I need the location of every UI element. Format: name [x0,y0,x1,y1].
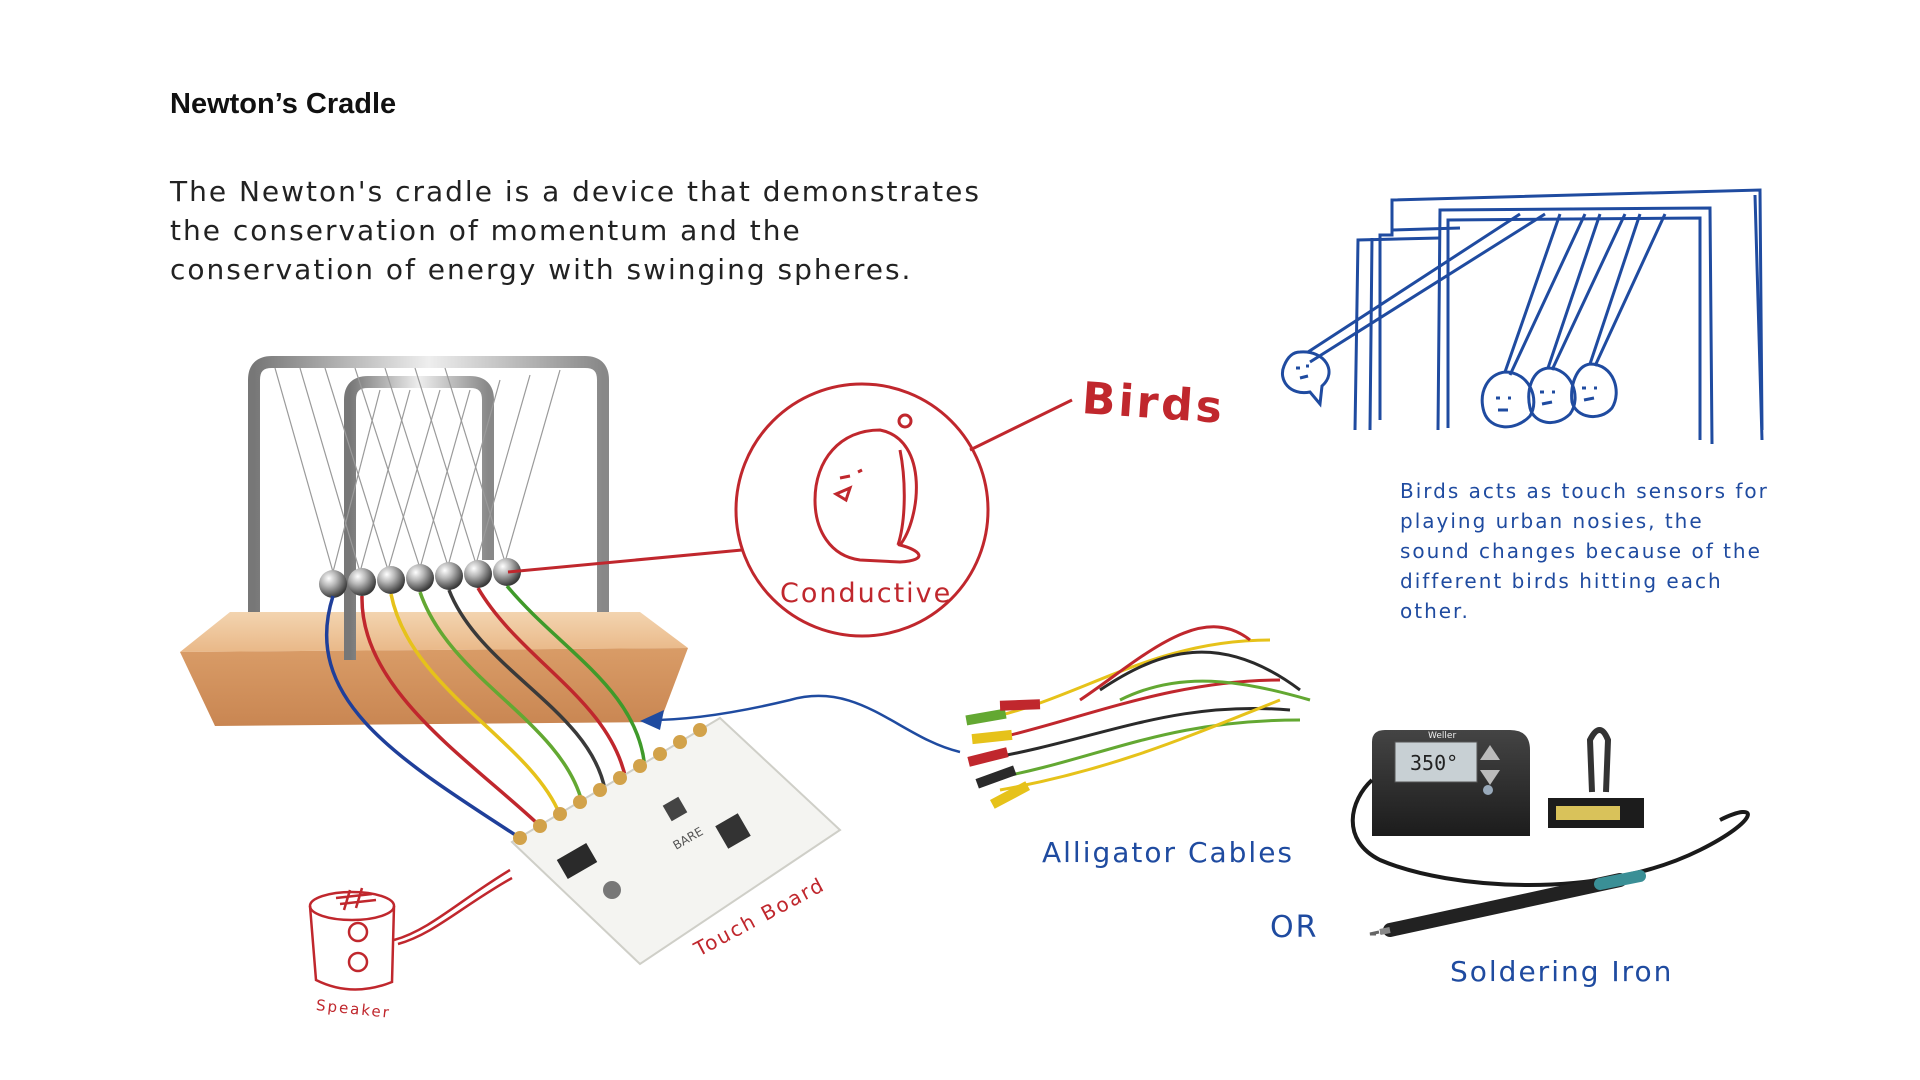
sketch-cradle [1281,188,1764,445]
cradle-threads [274,367,561,573]
bird-wing [896,449,906,546]
sketch-frame-front-outer [1436,206,1714,445]
sketch-string [1593,213,1667,367]
wire-green [418,591,584,803]
newtons-cradle [180,356,688,726]
sketch-bird-face [1582,386,1597,402]
touch-board: BARE [510,716,842,966]
station-brand: Weller [1428,731,1456,741]
sketch-bird-face [1496,396,1511,412]
cradle-ball [435,562,463,590]
speaker-body [308,905,396,991]
cradle-ball [348,568,376,596]
iron-stand-sponge [1556,806,1620,820]
conductive-circle [734,382,990,638]
sketch-bird [1527,366,1577,424]
cradle-ball [319,570,347,598]
sketch-bird-face [1296,364,1309,380]
station-button [1483,785,1493,795]
wire-green-2 [505,584,647,771]
station-display [1394,741,1478,783]
sketch-string [1508,213,1587,376]
sketch-string [1309,212,1546,364]
birds-pointer-line [969,398,1073,452]
bird-eyes [839,468,863,480]
board-pcb [510,716,842,966]
station-down-arrow [1480,770,1500,785]
speaker-sketch [308,868,513,991]
bird-beak [832,485,853,503]
sketch-bird-face [1540,390,1555,406]
page-title: Newton’s Cradle [170,88,397,120]
wire-blue [324,595,521,840]
sketch-bird-swinging [1281,350,1331,408]
sketch-string [1588,213,1642,365]
station-cable [1350,778,1750,887]
cradle-base-top [180,612,688,652]
iron-handle [1383,873,1627,937]
sketch-string [1503,213,1562,373]
callout-line [507,548,743,574]
cradle-ball [377,566,405,594]
wire-black [447,589,607,791]
speaker-cable [393,868,511,942]
speaker-dial-2 [347,951,369,973]
cradle-base-front [180,648,688,726]
sketch-bird [1570,362,1618,418]
conductive-label: Conductive [780,578,953,609]
alligator-clips [965,699,1041,809]
cables-arrowhead [640,710,664,730]
alligator-cables-label: Alligator Cables [1042,836,1295,869]
speaker-cable-2 [397,876,513,946]
connection-wires [324,584,647,840]
sketch-string [1307,212,1521,354]
iron-holder-coil [1586,727,1612,793]
cradle-ball [464,560,492,588]
sketch-frame-back [1378,188,1764,431]
cradle-ball [406,564,434,592]
iron-grip-accent [1594,870,1646,890]
soldering-iron-label: Soldering Iron [1450,955,1674,988]
wire-yellow [389,593,562,816]
cables-arrow [649,694,961,754]
bird-head-tuft [897,413,913,429]
wire-red-2 [476,587,628,781]
sketch-string [1546,213,1602,369]
cradle-frame-back [248,356,609,612]
bird-body [813,428,921,564]
description-text: The Newton's cradle is a device that dem… [170,175,981,286]
wire-red [360,595,542,828]
iron-tip [1369,930,1380,936]
board-chip [715,813,751,849]
birds-label: Birds [1080,373,1227,434]
board-jack [556,842,598,880]
board-electrodes [513,723,707,845]
sketch-string [1550,213,1627,371]
station-up-arrow [1480,745,1500,760]
conductive-bird-sketch [813,413,921,564]
sketch-frame-front [1446,216,1702,440]
soldering-station: 350° Weller [1350,727,1750,937]
speaker-dial [347,921,369,943]
station-display-text: 350° [1410,751,1458,775]
birds-note: Birds acts as touch sensors for playing … [1400,479,1769,623]
board-chip-small [662,796,688,822]
alligator-cables [979,625,1311,792]
board-capacitor [603,881,621,899]
speaker-grill [335,887,377,911]
sketch-frame-back-inner [1368,194,1764,441]
cradle-ball [493,558,521,586]
or-label: OR [1270,910,1319,945]
